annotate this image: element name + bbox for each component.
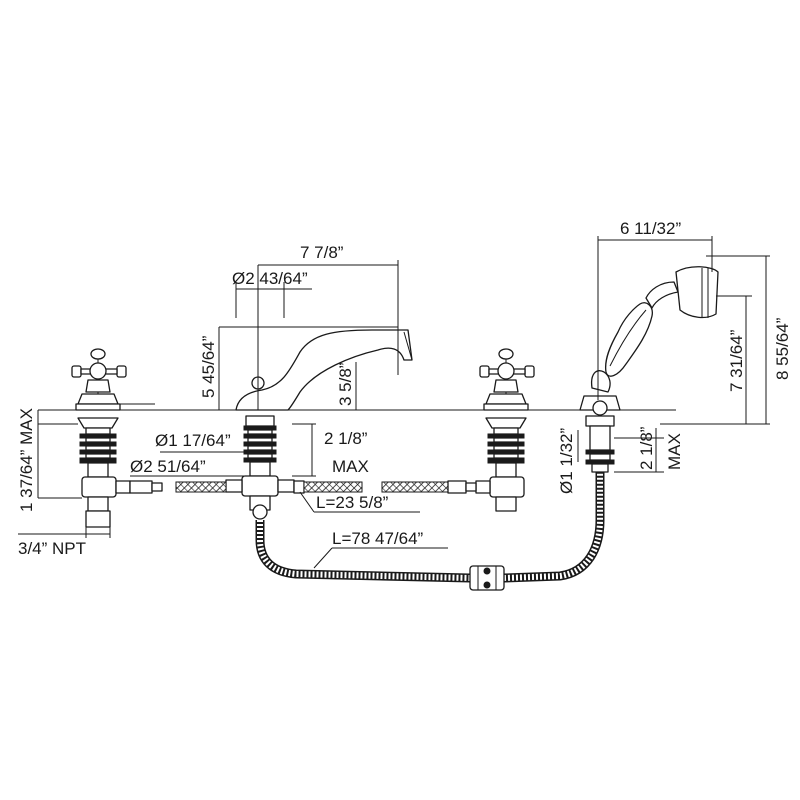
- left-valve: [71, 348, 131, 528]
- flange-diameter-label: Ø2 51/64”: [130, 457, 206, 476]
- spout-deck-max-label: 2 1/8”: [324, 429, 368, 448]
- handshower: [579, 266, 719, 473]
- handshower-width-label: 6 11/32”: [620, 219, 681, 238]
- dimension-lines: [18, 236, 770, 569]
- holder-deck-max-suffix: MAX: [665, 433, 684, 470]
- spout-reach-label: 7 7/8”: [300, 243, 344, 262]
- valve-shank-max-label: 1 37/64” MAX: [17, 408, 36, 512]
- spout-base-diameter-label: Ø2 43/64”: [232, 269, 308, 288]
- spout: [225, 329, 413, 520]
- long-shower-hose: [255, 472, 605, 591]
- short-hose-length-label: L=23 5/8”: [316, 493, 389, 512]
- handshower-holder-height-label: 7 31/64”: [727, 329, 746, 392]
- dimension-labels: 7 7/8” Ø2 43/64” 5 45/64” 3 5/8” Ø1 17/6…: [17, 219, 792, 558]
- spout-deck-max-suffix: MAX: [332, 457, 369, 476]
- spout-shank-diameter-label: Ø1 17/64”: [155, 431, 231, 450]
- connection-label: 3/4” NPT: [18, 539, 86, 558]
- short-braided-hoses: [129, 480, 477, 494]
- handshower-height-label: 8 55/64”: [773, 317, 792, 380]
- holder-deck-max-label: 2 1/8”: [637, 426, 656, 470]
- spout-height-label: 5 45/64”: [199, 335, 218, 398]
- right-valve: [475, 348, 535, 512]
- holder-shank-diameter-label: Ø1 1/32”: [557, 428, 576, 494]
- long-hose-length-label: L=78 47/64”: [332, 529, 424, 548]
- spout-outlet-height-label: 3 5/8”: [336, 362, 355, 406]
